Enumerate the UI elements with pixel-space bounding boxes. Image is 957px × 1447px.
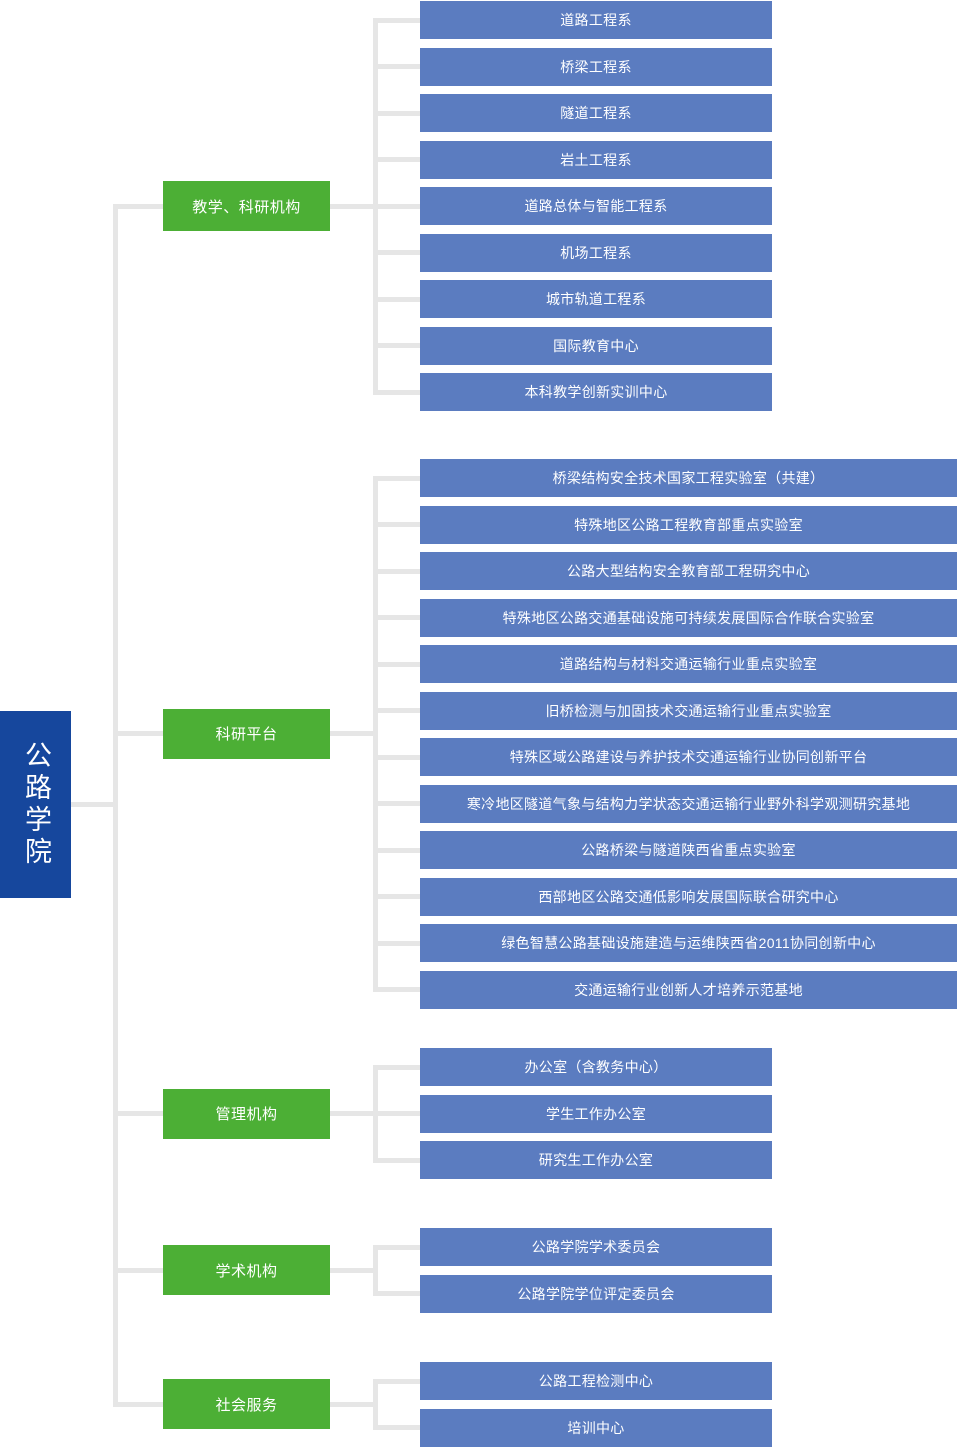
leaf-node[interactable]: 旧桥检测与加固技术交通运输行业重点实验室 [420, 691, 957, 730]
leaf-node[interactable]: 城市轨道工程系 [420, 280, 772, 318]
leaf-connector [373, 343, 420, 348]
leaf-connector [373, 522, 420, 527]
leaf-node[interactable]: 寒冷地区隧道气象与结构力学状态交通运输行业野外科学观测研究基地 [420, 784, 957, 823]
leaf-node[interactable]: 公路工程检测中心 [420, 1362, 772, 1400]
leaf-connector [373, 1291, 420, 1296]
root-branch-connector [113, 1267, 163, 1273]
leaf-node[interactable]: 道路工程系 [420, 1, 772, 39]
leaf-node[interactable]: 交通运输行业创新人才培养示范基地 [420, 970, 957, 1009]
leaf-node[interactable]: 公路学院学位评定委员会 [420, 1274, 772, 1313]
branch-node[interactable]: 教学、科研机构 [163, 181, 330, 231]
leaf-connector [373, 1064, 420, 1070]
leaf-connector [373, 568, 420, 574]
leaf-node[interactable]: 机场工程系 [420, 233, 772, 272]
leaf-connector [373, 157, 420, 162]
root-branch-connector [113, 731, 163, 737]
branch-node[interactable]: 学术机构 [163, 1245, 330, 1296]
leaf-connector [373, 987, 420, 992]
branch-connector [330, 203, 378, 209]
leaf-connector [373, 894, 420, 899]
branch-connector [330, 1401, 378, 1407]
leaf-node[interactable]: 绿色智慧公路基础设施建造与运维陕西省2011协同创新中心 [420, 924, 957, 962]
leaf-node[interactable]: 学生工作办公室 [420, 1094, 772, 1133]
leaf-connector [373, 64, 420, 69]
leaf-node[interactable]: 特殊区域公路建设与养护技术交通运输行业协同创新平台 [420, 738, 957, 776]
leaf-node[interactable]: 西部地区公路交通低影响发展国际联合研究中心 [420, 877, 957, 916]
root-branch-connector [113, 1111, 163, 1116]
leaf-connector [373, 1425, 420, 1430]
root-node-highway-college[interactable]: 公路学院 [0, 711, 71, 898]
leaf-connector [373, 389, 420, 395]
leaf-node[interactable]: 研究生工作办公室 [420, 1141, 772, 1179]
leaf-connector [373, 475, 420, 481]
leaf-node[interactable]: 道路总体与智能工程系 [420, 187, 772, 225]
leaf-node[interactable]: 隧道工程系 [420, 94, 772, 132]
leaf-connector [373, 1244, 420, 1250]
branch-node[interactable]: 科研平台 [163, 708, 330, 759]
leaf-connector [373, 940, 420, 946]
leaf-node[interactable]: 办公室（含教务中心） [420, 1048, 772, 1086]
leaf-connector [373, 847, 420, 853]
root-connector [71, 802, 118, 807]
leaf-connector [373, 754, 420, 760]
leaf-connector [373, 615, 420, 620]
branch-connector [330, 731, 378, 737]
leaf-connector [373, 296, 420, 302]
branch-connector [330, 1111, 378, 1116]
leaf-node[interactable]: 公路大型结构安全教育部工程研究中心 [420, 552, 957, 590]
leaf-node[interactable]: 国际教育中心 [420, 326, 772, 365]
leaf-connector [373, 1111, 420, 1116]
branch-node[interactable]: 管理机构 [163, 1088, 330, 1139]
leaf-connector [373, 708, 420, 713]
leaf-node[interactable]: 特殊地区公路交通基础设施可持续发展国际合作联合实验室 [420, 598, 957, 637]
leaf-node[interactable]: 本科教学创新实训中心 [420, 373, 772, 411]
leaf-connector [373, 801, 420, 806]
leaf-connector [373, 110, 420, 116]
leaf-node[interactable]: 公路学院学术委员会 [420, 1228, 772, 1266]
root-branch-connector [113, 203, 163, 209]
leaf-node[interactable]: 培训中心 [420, 1408, 772, 1447]
leaf-connector [373, 17, 420, 23]
leaf-connector [373, 250, 420, 255]
leaf-connector [373, 1157, 420, 1163]
leaf-connector [373, 661, 420, 667]
leaf-node[interactable]: 桥梁工程系 [420, 47, 772, 86]
branch-node[interactable]: 社会服务 [163, 1379, 330, 1430]
leaf-connector [373, 203, 420, 209]
root-branch-connector [113, 1401, 163, 1407]
leaf-node[interactable]: 道路结构与材料交通运输行业重点实验室 [420, 645, 957, 683]
branch-connector [330, 1267, 378, 1273]
leaf-node[interactable]: 公路桥梁与隧道陕西省重点实验室 [420, 831, 957, 869]
leaf-node[interactable]: 桥梁结构安全技术国家工程实验室（共建） [420, 459, 957, 497]
leaf-connector [373, 1378, 420, 1384]
leaf-node[interactable]: 特殊地区公路工程教育部重点实验室 [420, 505, 957, 544]
leaf-node[interactable]: 岩土工程系 [420, 140, 772, 179]
